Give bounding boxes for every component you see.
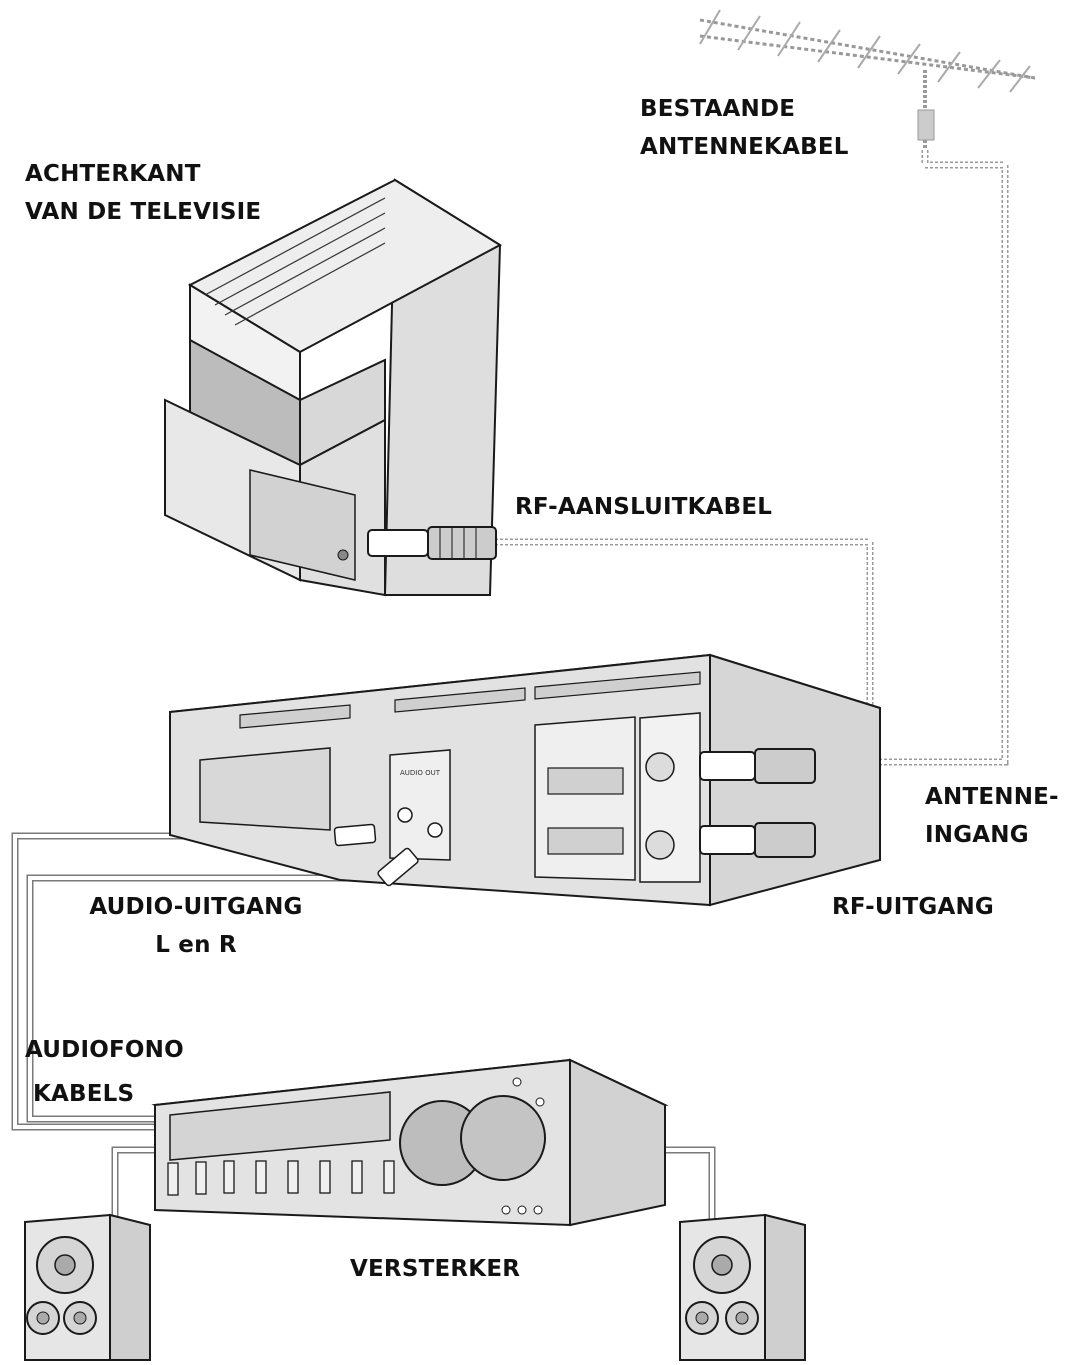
label-antenna-input: ANTENNE- INGANG	[925, 784, 1059, 848]
speaker-left-icon	[24, 1213, 151, 1361]
speaker-wire-left	[111, 1146, 160, 1222]
speaker-wire-right	[665, 1146, 716, 1222]
vcr-back-icon: AUDIO OUT	[169, 653, 881, 907]
label-rf-output: RF-UITGANG	[832, 894, 994, 920]
svg-text:AUDIO OUT: AUDIO OUT	[400, 769, 441, 777]
label-amplifier: VERSTERKER	[350, 1256, 521, 1282]
tv-back-icon	[164, 178, 503, 597]
antenna-icon	[699, 9, 1036, 160]
amplifier-icon	[151, 1058, 669, 1227]
label-existing-antenna-cable: BESTAANDE ANTENNEKABEL	[640, 96, 849, 160]
label-tv-back: ACHTERKANT VAN DE TELEVISIE	[25, 161, 262, 225]
speaker-right-icon	[679, 1213, 806, 1361]
antenna-cable	[815, 150, 1009, 766]
label-audio-cables: AUDIOFONO KABELS	[25, 1037, 184, 1107]
label-rf-connection-cable: RF-AANSLUITKABEL	[515, 494, 773, 520]
label-audio-output: AUDIO-UITGANG L en R	[89, 894, 303, 958]
